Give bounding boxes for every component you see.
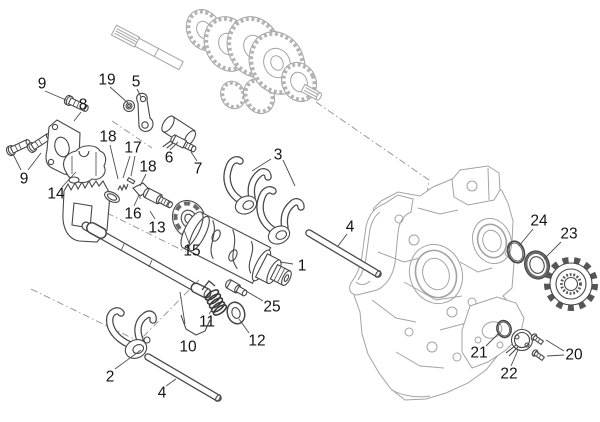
crankcase-bearing-bore	[409, 243, 463, 305]
detent-pin-17	[126, 176, 136, 185]
saddle-clamp-14	[63, 145, 107, 184]
callout-18: 18	[99, 129, 116, 146]
callout-18: 18	[139, 159, 156, 176]
bolt-9-top	[63, 94, 89, 113]
leader-line	[543, 241, 562, 260]
callout-4: 4	[158, 385, 167, 402]
callout-21: 21	[470, 345, 487, 362]
callout-11: 11	[199, 314, 215, 331]
output-shaft-stub	[300, 83, 322, 101]
transmission-gear-cluster	[110, 9, 322, 115]
leader-line	[169, 141, 179, 151]
callout-16: 16	[124, 206, 141, 223]
leader-line	[546, 354, 565, 357]
callout-9: 9	[38, 76, 47, 93]
bolt-20	[530, 333, 545, 346]
gearshift-spindle	[62, 179, 212, 299]
leader-line	[136, 88, 142, 98]
callout-14: 14	[47, 186, 65, 203]
leader-line	[73, 111, 82, 122]
leader-line	[518, 228, 534, 247]
bolt-7	[170, 134, 197, 153]
callout-2: 2	[106, 369, 115, 386]
leader-line	[510, 349, 519, 367]
detent-washer	[104, 190, 120, 204]
fork-shaft-4-upper	[305, 229, 382, 278]
leader-line	[282, 159, 296, 187]
leader-line	[27, 152, 42, 171]
callout-15: 15	[183, 243, 200, 260]
leader-line	[337, 233, 348, 247]
shift-fork-3b	[256, 186, 305, 245]
leader-line	[251, 158, 272, 172]
detent-parts	[104, 176, 151, 204]
callout-9: 9	[20, 171, 29, 188]
leader-line	[485, 333, 499, 347]
oil-seal-23	[523, 250, 551, 280]
leader-line	[133, 194, 140, 207]
leader-line	[179, 291, 186, 325]
leader-line	[183, 229, 190, 244]
leader-line	[44, 90, 67, 101]
callout-25: 25	[263, 299, 280, 316]
shift-fork-2	[105, 307, 157, 359]
leader-line	[190, 151, 198, 162]
leader-line	[279, 261, 294, 265]
front-sprocket	[544, 257, 598, 311]
callout-19: 19	[98, 72, 115, 89]
leader-line	[109, 86, 129, 104]
callout-12: 12	[248, 333, 265, 350]
leader-line	[122, 155, 131, 179]
callout-20: 20	[565, 347, 583, 364]
leader-line	[165, 378, 177, 387]
callout-7: 7	[194, 161, 203, 178]
callout-layer: 1234456789910111213141516171818192021222…	[20, 72, 583, 402]
callout-8: 8	[79, 97, 88, 114]
bolt-9-lower-a	[5, 138, 31, 157]
selector-drum-1	[180, 211, 292, 286]
bolt-20	[531, 349, 546, 362]
leader-line	[130, 155, 136, 177]
leader-line	[12, 153, 22, 171]
leader-line	[238, 318, 250, 334]
shift-fork-3a	[223, 156, 272, 215]
leader-layer	[12, 86, 565, 387]
bolt-9-lower-b	[26, 133, 52, 153]
fork-shaft-4-lower	[144, 353, 222, 402]
callout-3: 3	[274, 147, 283, 164]
callout-5: 5	[132, 74, 141, 91]
leader-line	[545, 339, 565, 352]
construction-line-layer	[30, 101, 430, 344]
washer-12	[226, 301, 246, 325]
leader-line	[109, 144, 119, 180]
nut-19	[122, 99, 136, 113]
callout-4: 4	[346, 219, 355, 236]
bolt-25	[225, 279, 248, 297]
callout-6: 6	[165, 150, 174, 167]
callout-1: 1	[298, 258, 307, 275]
leader-line	[61, 171, 77, 188]
callout-10: 10	[179, 339, 197, 356]
lever-link-5	[136, 92, 154, 132]
callout-10-bracket	[180, 314, 211, 336]
detent-spring-18	[117, 183, 129, 192]
callout-17: 17	[124, 140, 141, 157]
leader-line	[208, 303, 217, 315]
engine-crankcase	[349, 165, 525, 401]
return-spring-11	[201, 279, 228, 316]
leader-line	[114, 349, 142, 370]
callout-13: 13	[148, 220, 165, 237]
crankcase-bearing-bore	[471, 217, 513, 265]
callout-23: 23	[560, 226, 577, 243]
callout-22: 22	[500, 366, 517, 383]
leader-line	[245, 290, 264, 302]
screw-13	[142, 187, 173, 209]
callout-24: 24	[530, 213, 548, 230]
o-ring-21	[496, 319, 512, 339]
o-ring-24	[506, 240, 526, 264]
crankcase-top-boss	[451, 165, 501, 206]
leader-line	[139, 173, 147, 187]
leader-line	[149, 210, 156, 220]
